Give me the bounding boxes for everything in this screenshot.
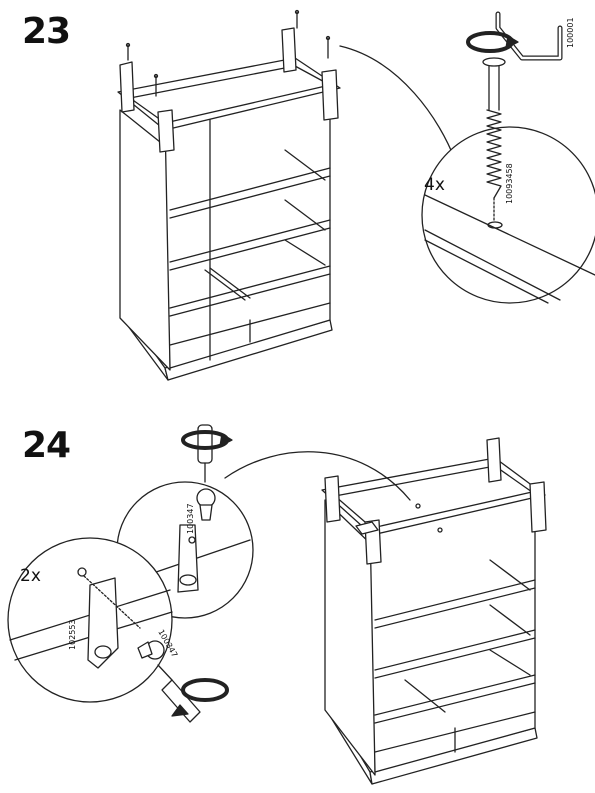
callout-connector-23 [339, 45, 456, 161]
step23-detail-circle [421, 126, 595, 304]
long-screw-icon [482, 57, 506, 223]
quantity-label-23: 4x [424, 175, 445, 195]
screwdriver-icon [181, 424, 233, 483]
quantity-label-24: 2x [20, 566, 41, 586]
part-number: 10093458 [505, 163, 514, 204]
step-number-24: 24 [22, 425, 71, 466]
screwdriver-icon [157, 664, 229, 723]
rotation-arrow-icon [466, 31, 519, 53]
part-number: 102553 [68, 619, 77, 650]
step24-dresser [321, 437, 547, 785]
part-number: 100001 [566, 17, 575, 48]
part-number: 100347 [186, 503, 195, 534]
step24-detail-circle-large [7, 537, 173, 703]
step-number-23: 23 [22, 11, 71, 52]
step23-dresser [117, 9, 341, 381]
cam-screw-icon [137, 488, 216, 660]
allen-key-icon [495, 11, 563, 61]
callout-connector-24 [224, 451, 411, 501]
